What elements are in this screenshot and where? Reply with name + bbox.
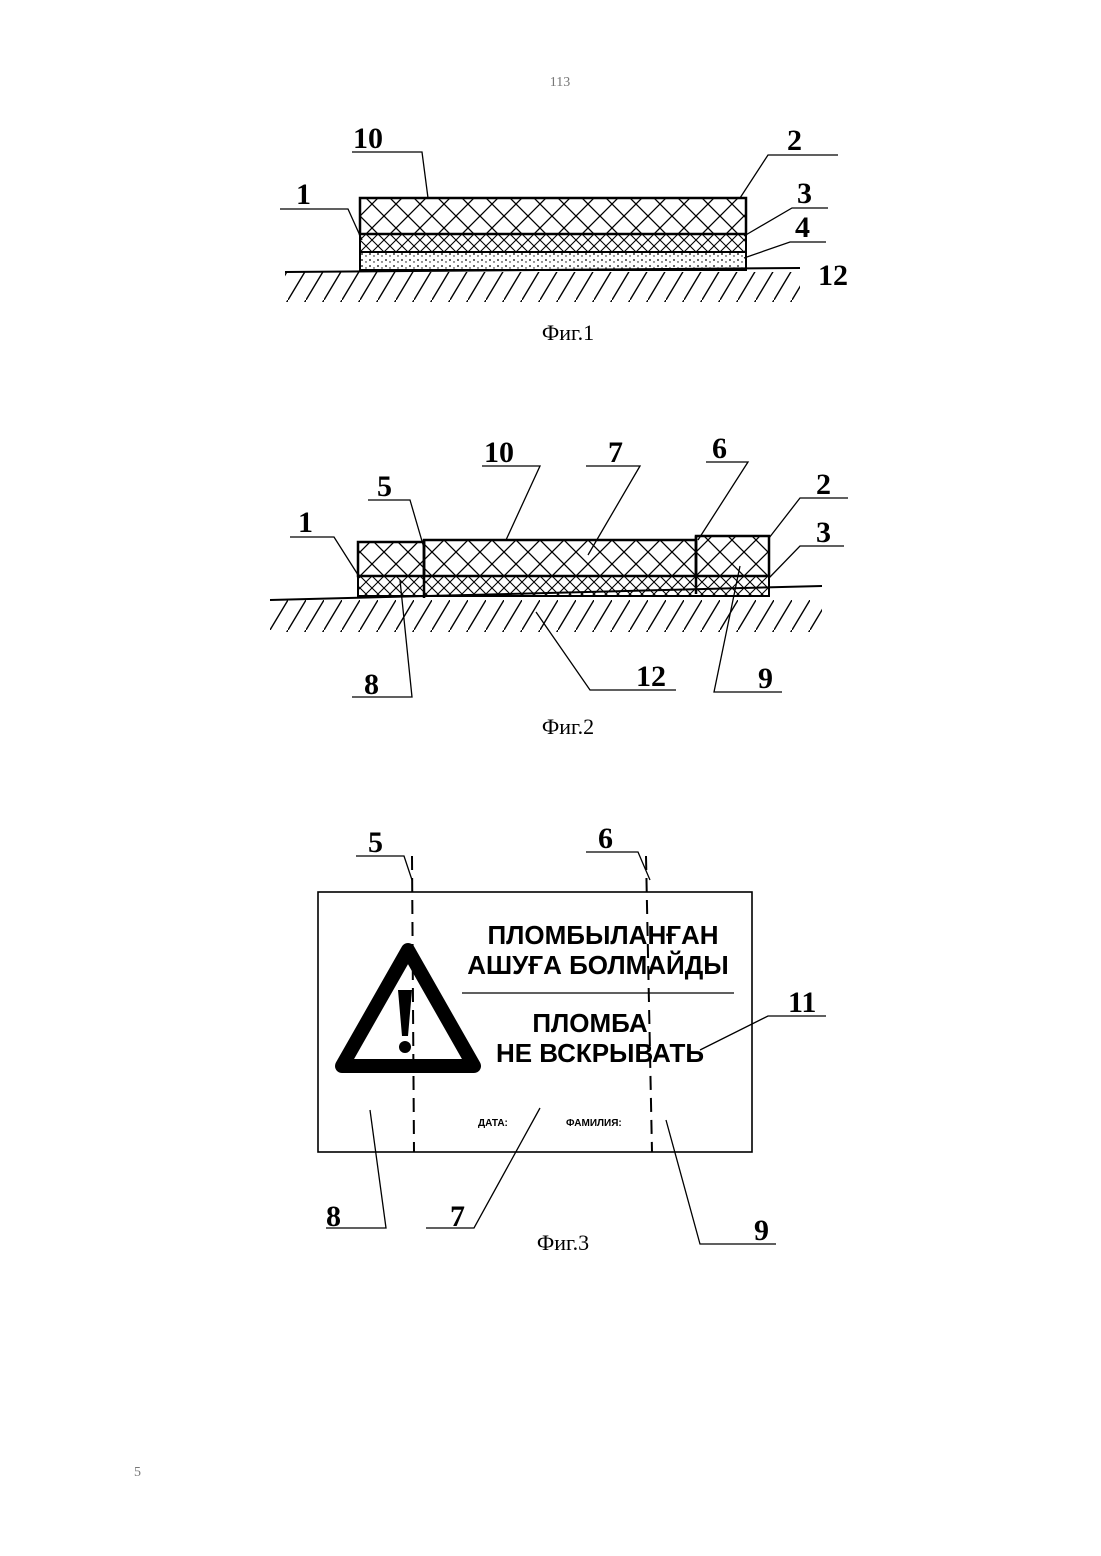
page-number: 5 xyxy=(134,1465,141,1480)
fig2-leader-3 xyxy=(769,546,844,578)
fig2-zone-9-cover xyxy=(696,536,769,576)
seal-surname-label: ФАМИЛИЯ: xyxy=(566,1118,622,1129)
fig1-leader-1 xyxy=(280,209,362,240)
fig2-label-1: 1 xyxy=(298,506,313,539)
fig1-label-3: 3 xyxy=(797,177,812,210)
fig1-label-4: 4 xyxy=(795,211,810,244)
fig1-layer-3-film xyxy=(360,234,746,252)
fig2-label-7: 7 xyxy=(608,436,623,469)
fig3-leader-5 xyxy=(356,856,412,880)
fig2-label-8: 8 xyxy=(364,668,379,701)
fig2-label-2: 2 xyxy=(816,468,831,501)
fig3-label-5: 5 xyxy=(368,826,383,859)
fig2-leader-2 xyxy=(769,498,848,538)
seal-title-kz-line1: ПЛОМБЫЛАНҒАН xyxy=(487,920,718,950)
fig2-label-10: 10 xyxy=(484,436,514,469)
fig3-leader-6 xyxy=(586,852,650,880)
fig1-layer-2-cover xyxy=(360,198,746,234)
fig2-leader-6 xyxy=(698,462,748,540)
fig2-layer-3-film xyxy=(358,576,769,596)
fig1-leader-3 xyxy=(744,208,828,236)
fig2-leader-10 xyxy=(482,466,540,540)
fig1-label-10: 10 xyxy=(353,122,383,155)
fig3-caption: Фиг.3 xyxy=(537,1230,589,1255)
fig1-layer-4-adhesive xyxy=(360,252,746,270)
fig1-caption: Фиг.1 xyxy=(542,320,594,345)
fig2-leader-1 xyxy=(290,537,360,578)
fig1-label-12: 12 xyxy=(818,259,848,292)
fig2-zone-8-cover xyxy=(358,542,424,576)
fig2-caption: Фиг.2 xyxy=(542,714,594,739)
figure-3: ПЛОМБЫЛАНҒАН АШУҒА БОЛМАЙДЫ ПЛОМБА НЕ ВС… xyxy=(318,822,826,1255)
fig3-label-9: 9 xyxy=(754,1214,769,1247)
fig2-label-12: 12 xyxy=(636,660,666,693)
fig1-leader-2 xyxy=(740,155,838,198)
seal-title-ru-line1: ПЛОМБА xyxy=(532,1008,648,1038)
fig1-label-2: 2 xyxy=(787,124,802,157)
figure-2: 10 7 6 5 1 2 3 8 12 9 Фиг.2 xyxy=(270,432,848,739)
fig3-label-7: 7 xyxy=(450,1200,465,1233)
fig2-zone-7-cover xyxy=(424,540,696,576)
fig3-label-6: 6 xyxy=(598,822,613,855)
figure-1: 10 1 2 3 4 12 Фиг.1 xyxy=(280,122,848,345)
fig2-label-5: 5 xyxy=(377,470,392,503)
seal-title-ru-line2: НЕ ВСКРЫВАТЬ xyxy=(496,1038,704,1068)
fig1-ground-hatch xyxy=(285,272,800,302)
page-mark: 113 xyxy=(550,75,570,90)
fig1-leader-10 xyxy=(352,152,428,198)
seal-title-kz-line2: АШУҒА БОЛМАЙДЫ xyxy=(467,950,728,980)
fig2-label-3: 3 xyxy=(816,516,831,549)
seal-date-label: ДАТА: xyxy=(478,1118,508,1129)
fig3-label-8: 8 xyxy=(326,1200,341,1233)
fig1-leader-4 xyxy=(744,242,826,258)
fig2-label-9: 9 xyxy=(758,662,773,695)
fig1-label-1: 1 xyxy=(296,178,311,211)
fig2-label-6: 6 xyxy=(712,432,727,465)
fig3-label-11: 11 xyxy=(788,986,816,1019)
